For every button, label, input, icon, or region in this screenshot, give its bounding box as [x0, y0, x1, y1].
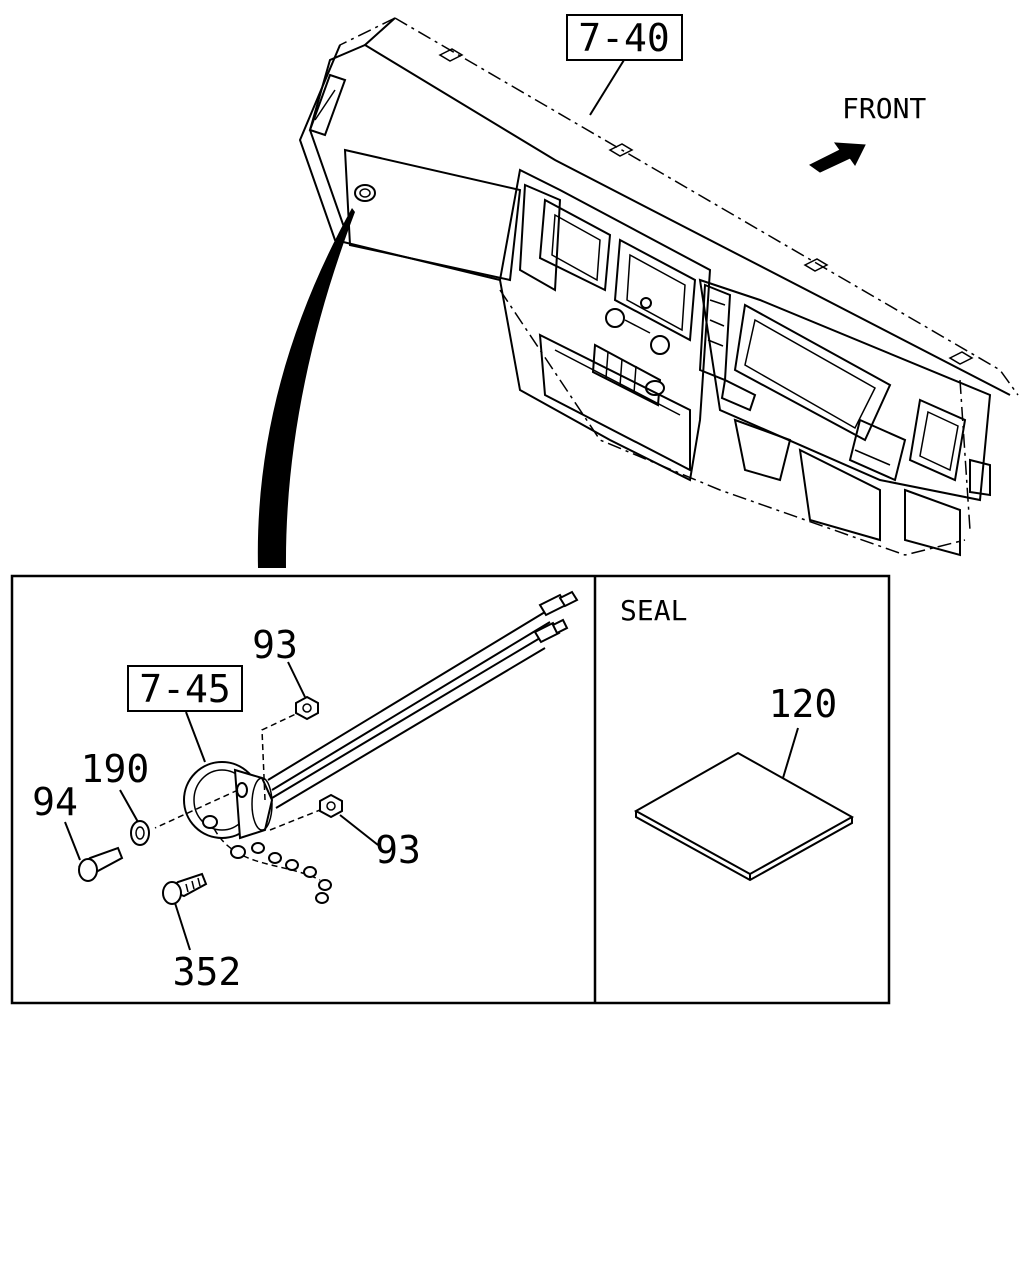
nut-lower-label[interactable]: 93 — [375, 828, 421, 872]
bolt-icon — [78, 846, 124, 882]
dashboard-ref-label: 7-40 — [578, 16, 670, 60]
washer-icon — [130, 820, 150, 846]
washer-leader — [119, 789, 139, 823]
screw-icon — [162, 872, 208, 905]
front-direction-indicator: FRONT — [809, 92, 926, 173]
front-arrow-icon — [809, 142, 866, 173]
dashboard-ref-callout[interactable]: 7-40 — [566, 14, 683, 116]
seal-section: SEAL 120 — [620, 594, 855, 882]
seal-sheet-icon — [633, 751, 855, 882]
detail-frame — [10, 574, 891, 1005]
nut-upper-label[interactable]: 93 — [252, 623, 298, 667]
assembly-ref-label: 7-45 — [139, 667, 231, 711]
cable-assembly-drawing — [154, 590, 579, 904]
screw-label[interactable]: 352 — [173, 950, 242, 994]
screw-leader — [174, 902, 191, 951]
seal-leader — [782, 727, 799, 779]
seal-title: SEAL — [620, 594, 687, 627]
nut-upper-icon — [295, 695, 319, 721]
front-label: FRONT — [842, 92, 926, 125]
detail-leader-wedge — [257, 208, 355, 568]
washer-label[interactable]: 190 — [81, 747, 150, 791]
nut-upper-leader — [287, 661, 306, 698]
nut-lower-icon — [319, 793, 343, 819]
bolt-leader — [64, 821, 81, 861]
seal-part-label[interactable]: 120 — [769, 682, 838, 726]
dashboard-panel-drawing — [298, 17, 1019, 557]
assembly-ref-callout[interactable]: 7-45 — [127, 665, 243, 712]
nut-lower-leader — [339, 814, 379, 846]
assembly-ref-leader — [185, 711, 206, 763]
bolt-label[interactable]: 94 — [32, 780, 78, 824]
